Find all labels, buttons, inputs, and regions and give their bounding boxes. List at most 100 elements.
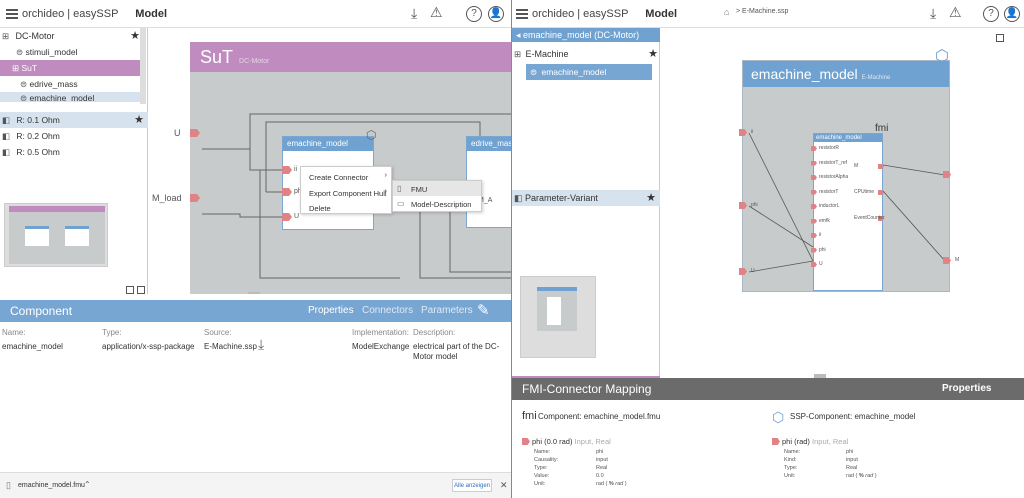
input-m-load[interactable] [190,194,200,202]
input-u[interactable] [190,129,200,137]
edit-icon[interactable]: ✎ [477,302,490,319]
warning-icon[interactable]: ⚠ [430,4,443,20]
ssp-port-row[interactable]: phi (rad) Input, Real [782,437,849,446]
inner-port-cputime[interactable] [878,190,884,195]
inner-port-resistort[interactable] [811,189,817,195]
download-icon[interactable]: ⤓ [930,5,937,21]
star-icon[interactable]: ★ [648,48,658,60]
tree-item-emachine[interactable]: ⊜ emachine_model [0,92,140,102]
fmi-port-icon [522,438,530,445]
cube-icon: ⬡ [366,128,377,142]
tab-connectors[interactable]: Connectors [362,305,414,316]
variant-item-1[interactable]: ◧ R: 0.1 Ohm ★ [0,112,148,128]
inner-port-resistort_ref[interactable] [811,160,817,166]
cube-icon: ⬡ [935,48,949,65]
menu-create-connector[interactable]: Create Connector [309,173,369,182]
edrive-block[interactable]: edrive_mass [466,136,511,228]
top-bar: orchideo | easySSP Model ⌂ > E-Machine.s… [512,0,1024,28]
tree-item-edrive[interactable]: ⊜ edrive_mass [20,79,78,89]
outer-port-ii[interactable] [739,129,747,136]
menu-export-hull[interactable]: Export Component Hull [309,189,387,198]
star-icon[interactable]: ★ [130,30,140,42]
tab-properties[interactable]: Properties [308,305,354,316]
port-phi[interactable] [282,188,292,196]
inner-port-emfk[interactable] [811,218,817,224]
star-icon[interactable]: ★ [646,192,656,204]
chevron-up-icon[interactable]: ⌃ [84,480,91,489]
outer-port-m1[interactable] [943,171,951,178]
port-ii[interactable] [282,166,292,174]
tab-properties[interactable]: Properties [942,383,992,394]
variant-header[interactable]: ◧ Parameter-Variant ★ [512,190,660,206]
breadcrumb-item[interactable]: E-Machine.ssp [742,8,789,15]
minimap[interactable] [4,203,108,267]
outer-port-phi[interactable] [739,202,747,209]
file-icon: ▯ [6,480,11,490]
menu-icon[interactable] [6,9,18,19]
resize-handle[interactable] [814,374,826,378]
back-icon[interactable]: ◂ [516,30,521,40]
tree-header[interactable]: ◂ emachine_model (DC-Motor) [512,28,660,42]
expand-icon[interactable] [137,286,145,294]
port-label: M_A [478,197,493,204]
submenu-fmu[interactable]: FMU [411,185,428,194]
minimap[interactable] [520,276,596,358]
user-icon[interactable]: 👤 [488,6,504,22]
resize-handle[interactable] [248,292,260,294]
inner-port-resistorr[interactable] [811,146,817,151]
breadcrumb: > E-Machine.ssp [736,8,789,15]
fmi-logo-icon: fmi [875,123,889,134]
fmi-logo-icon: fmi [522,410,537,422]
help-icon[interactable]: ? [983,6,999,22]
user-icon[interactable]: 👤 [1004,6,1020,22]
inner-port-u[interactable] [811,262,817,267]
variant-item-3[interactable]: ◧ R: 0.5 Ohm [2,147,60,157]
tree-scrollbar[interactable] [140,28,146,104]
tree-item-e-machine[interactable]: ⊞ E-Machine ★ [514,48,658,60]
variant-item-2[interactable]: ◧ R: 0.2 Ohm [2,131,60,141]
expand-icon[interactable] [996,34,1004,42]
port-u[interactable] [282,213,292,221]
submenu-model-description[interactable]: Model-Description [411,200,472,209]
outer-port-u[interactable] [739,268,747,275]
inner-port-eventcounter[interactable] [878,216,884,221]
home-icon[interactable]: ⌂ [724,7,730,17]
inner-port-label: ii [819,232,822,238]
fit-icon[interactable] [126,286,134,294]
impl-value: ModelExchange [352,342,410,351]
inner-port-phi[interactable] [811,247,817,253]
inner-port-ii[interactable] [811,233,817,238]
star-icon[interactable]: ★ [134,114,144,126]
inner-port-inductorl[interactable] [811,204,817,209]
download-bar: ▯ emachine_model.fmu ⌃ Alle anzeigen ✕ [0,472,511,498]
fmi-port-row[interactable]: phi (0.0 rad) Input, Real [532,437,611,446]
menu-delete[interactable]: Delete [309,204,331,213]
download-icon[interactable]: ⤓ [258,336,265,352]
outer-port-m[interactable] [943,257,951,264]
inner-port-label: M [854,163,859,169]
desc-label: Description: [413,328,456,337]
help-icon[interactable]: ? [466,6,482,22]
type-value: application/x-ssp-package [102,342,195,351]
name-value: emachine_model [2,342,63,351]
tree-item-sut[interactable]: ⊞ SuT [0,60,140,76]
inner-port-m[interactable] [878,164,884,169]
show-all-button[interactable]: Alle anzeigen [452,479,492,492]
warning-icon[interactable]: ⚠ [949,4,962,20]
menu-icon[interactable] [516,9,528,19]
download-file[interactable]: emachine_model.fmu [18,482,85,489]
tree-item-stimuli[interactable]: ⊜ stimuli_model [16,47,78,57]
tree-item-emachine-model[interactable]: ⊜ emachine_model [526,64,652,80]
tab-parameters[interactable]: Parameters [421,305,473,316]
tree-item-dc-motor[interactable]: ⊞ DC-Motor ★ [2,30,140,42]
download-icon[interactable]: ⤓ [411,5,418,21]
input-label-u: U [174,128,181,138]
desc-value: electrical part of the DC-Motor model [413,342,500,361]
inner-port-resistoralpha[interactable] [811,175,817,180]
close-icon[interactable]: ✕ [500,480,508,490]
